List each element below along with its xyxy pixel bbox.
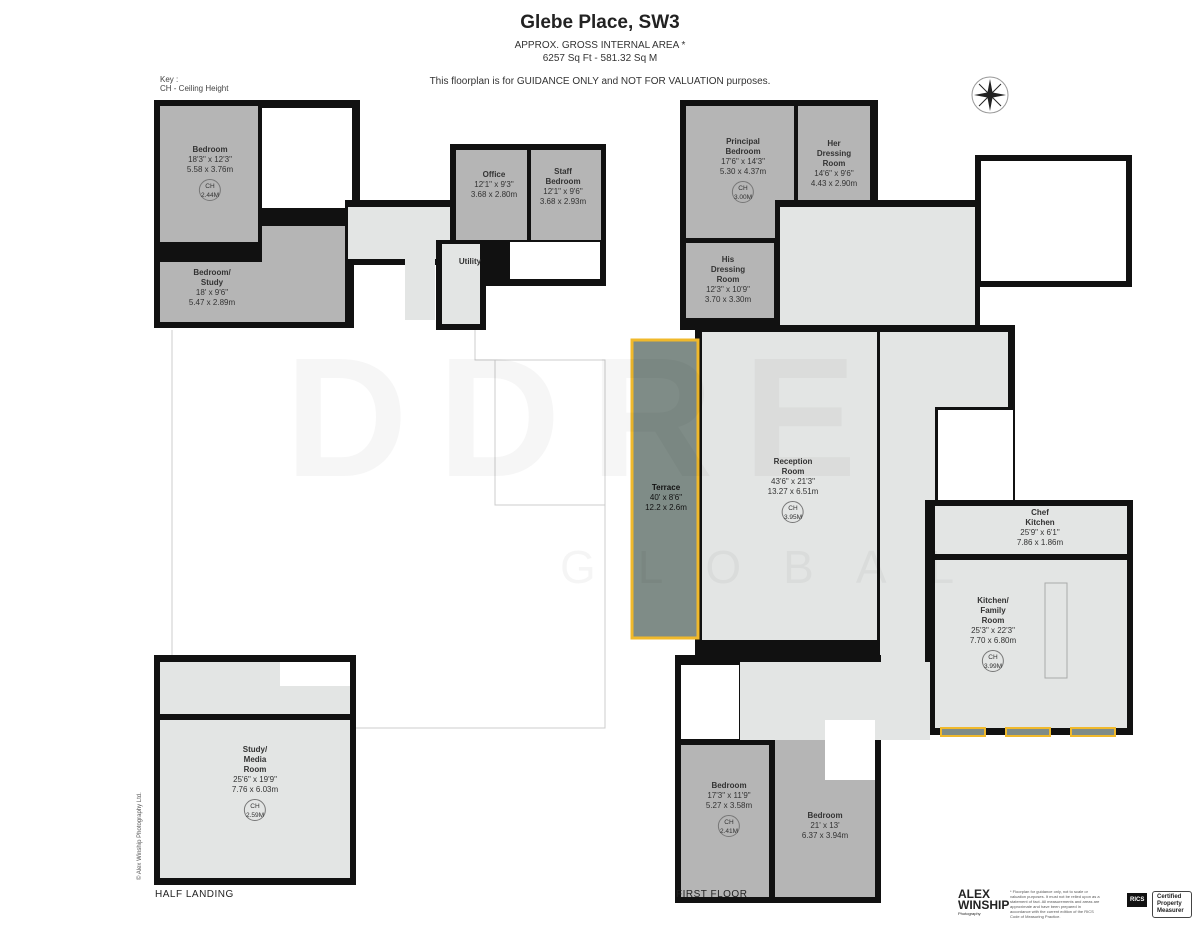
key-ceiling-height: CH - Ceiling Height bbox=[160, 84, 229, 93]
ceiling-height-badge: CH 3.00M bbox=[732, 181, 754, 203]
room-size-metric: 5.58 x 3.76m bbox=[186, 165, 234, 174]
room-utility: Utility bbox=[459, 257, 481, 267]
room-size-metric: 5.30 x 4.37m bbox=[719, 167, 767, 176]
room-size-metric: 7.76 x 6.03m bbox=[231, 785, 279, 794]
room-kitchen-family: Kitchen/ Family Room 25'3" x 22'3" 7.70 … bbox=[970, 596, 1016, 672]
room-size-metric: 5.47 x 2.89m bbox=[188, 298, 236, 307]
room-size-imperial: 14'6" x 9'6" bbox=[814, 169, 854, 178]
room-name: Chef Kitchen bbox=[1025, 508, 1055, 527]
room-size-imperial: 43'6" x 21'3" bbox=[771, 477, 815, 486]
room-study-media: Study/ Media Room 25'6" x 19'9" 7.76 x 6… bbox=[232, 745, 278, 821]
room-size-imperial: 18' x 9'6" bbox=[195, 288, 229, 297]
room-bedroom-half-landing: Bedroom 18'3" x 12'3" 5.58 x 3.76m CH 2.4… bbox=[187, 145, 233, 201]
room-size-imperial: 40' x 8'6" bbox=[649, 493, 683, 502]
ch-label: CH bbox=[724, 819, 734, 826]
guidance-note: This floorplan is for GUIDANCE ONLY and … bbox=[429, 76, 771, 87]
room-size-imperial: 25'6" x 19'9" bbox=[233, 775, 277, 784]
ch-label: CH bbox=[205, 183, 215, 190]
room-size-imperial: 12'1" x 9'6" bbox=[543, 187, 583, 196]
room-size-metric: 6.37 x 3.94m bbox=[801, 831, 849, 840]
room-size-imperial: 21' x 13' bbox=[810, 821, 840, 830]
ceiling-height-badge: CH 2.59M bbox=[244, 799, 266, 821]
key-title: Key : bbox=[160, 75, 179, 84]
room-bedroom-first-floor-right: Bedroom 21' x 13' 6.37 x 3.94m bbox=[802, 811, 848, 841]
rics-logo: RICS bbox=[1127, 893, 1148, 907]
ch-value: 3.99M bbox=[983, 663, 1003, 670]
copyright-note: © Alex Winship Photography Ltd. bbox=[137, 792, 143, 880]
room-size-imperial: 17'6" x 14'3" bbox=[721, 157, 765, 166]
ch-value: 3.00M bbox=[733, 194, 753, 201]
room-principal-bedroom: Principal Bedroom 17'6" x 14'3" 5.30 x 4… bbox=[720, 137, 766, 203]
half-landing-upper-block bbox=[154, 100, 606, 330]
room-size-imperial: 18'3" x 12'3" bbox=[188, 155, 232, 164]
area-label: APPROX. GROSS INTERNAL AREA * bbox=[514, 40, 686, 51]
room-his-dressing: His Dressing Room 12'3" x 10'9" 3.70 x 3… bbox=[705, 255, 751, 305]
garden-inner-line bbox=[494, 360, 605, 506]
room-size-metric: 12.2 x 2.6m bbox=[645, 503, 687, 512]
room-name: Study/ Media Room bbox=[242, 745, 268, 774]
room-name: Bedroom bbox=[711, 781, 747, 790]
page-title: Glebe Place, SW3 bbox=[520, 12, 680, 33]
room-name: His Dressing Room bbox=[710, 255, 746, 284]
room-name: Reception Room bbox=[773, 457, 813, 476]
ch-label: CH bbox=[738, 185, 748, 192]
room-size-metric: 3.70 x 3.30m bbox=[704, 295, 752, 304]
room-size-metric: 7.70 x 6.80m bbox=[969, 636, 1017, 645]
room-name: Staff Bedroom bbox=[545, 167, 581, 186]
disclaimer: * Floorplan for guidance only, not to sc… bbox=[1010, 889, 1100, 919]
floor-label-first-floor: FIRST FLOOR bbox=[676, 889, 748, 900]
room-size-metric: 3.68 x 2.93m bbox=[539, 197, 587, 206]
ch-value: 3.95M bbox=[783, 514, 803, 521]
ch-value: 2.41M bbox=[719, 828, 739, 835]
room-name: Terrace bbox=[651, 483, 681, 492]
room-name: Kitchen/ Family Room bbox=[977, 596, 1009, 625]
ceiling-height-badge: CH 3.95M bbox=[781, 501, 804, 523]
room-office: Office 12'1" x 9'3" 3.68 x 2.80m bbox=[471, 170, 517, 200]
brand-line2: WINSHIP bbox=[958, 898, 1010, 912]
floor-label-half-landing: HALF LANDING bbox=[155, 889, 234, 900]
ceiling-height-badge: CH 2.41M bbox=[718, 815, 740, 837]
room-size-imperial: 12'3" x 10'9" bbox=[706, 285, 750, 294]
brand-logo: ALEX WINSHIP Photography bbox=[958, 887, 1010, 916]
room-size-metric: 4.43 x 2.90m bbox=[810, 179, 858, 188]
room-size-metric: 7.86 x 1.86m bbox=[1016, 538, 1064, 547]
room-bedroom-study: Bedroom/ Study 18' x 9'6" 5.47 x 2.89m bbox=[189, 268, 235, 308]
compass-icon bbox=[971, 76, 1009, 114]
room-name: Her Dressing Room bbox=[816, 139, 852, 168]
area-value: 6257 Sq Ft - 581.32 Sq M bbox=[542, 53, 658, 64]
half-landing-study-block bbox=[154, 655, 356, 885]
ch-label: CH bbox=[250, 803, 260, 810]
room-reception: Reception Room 43'6" x 21'3" 13.27 x 6.5… bbox=[767, 457, 819, 523]
first-floor-block bbox=[630, 100, 1133, 903]
room-size-imperial: 25'3" x 22'3" bbox=[971, 626, 1015, 635]
ch-label: CH bbox=[988, 654, 998, 661]
room-name: Bedroom/ Study bbox=[193, 268, 231, 287]
brand-sub: Photography bbox=[958, 911, 981, 916]
ch-value: 2.44M bbox=[200, 192, 220, 199]
room-her-dressing: Her Dressing Room 14'6" x 9'6" 4.43 x 2.… bbox=[811, 139, 857, 189]
ch-value: 2.59M bbox=[245, 812, 265, 819]
room-size-metric: 3.68 x 2.80m bbox=[470, 190, 518, 199]
watermark-subtitle: GLOBAL bbox=[560, 540, 996, 594]
room-name: Utility bbox=[458, 257, 482, 266]
room-bedroom-first-floor-left: Bedroom 17'3" x 11'9" 5.27 x 3.58m CH 2.4… bbox=[706, 781, 752, 837]
room-name: Bedroom bbox=[807, 811, 843, 820]
room-size-metric: 5.27 x 3.58m bbox=[705, 801, 753, 810]
room-size-imperial: 12'1" x 9'3" bbox=[474, 180, 514, 189]
room-name: Office bbox=[482, 170, 506, 179]
room-terrace: Terrace 40' x 8'6" 12.2 x 2.6m bbox=[645, 483, 687, 513]
room-name: Principal Bedroom bbox=[725, 137, 761, 156]
room-staff-bedroom: Staff Bedroom 12'1" x 9'6" 3.68 x 2.93m bbox=[540, 167, 586, 207]
room-chef-kitchen: Chef Kitchen 25'9" x 6'1" 7.86 x 1.86m bbox=[1017, 508, 1063, 548]
certified-measurer-badge: Certified Property Measurer bbox=[1152, 891, 1192, 918]
brand-line1: ALEX bbox=[958, 887, 991, 901]
room-size-imperial: 25'9" x 6'1" bbox=[1020, 528, 1060, 537]
ch-label: CH bbox=[788, 505, 798, 512]
room-size-metric: 13.27 x 6.51m bbox=[767, 487, 819, 496]
ceiling-height-badge: CH 3.99M bbox=[982, 650, 1004, 672]
room-size-imperial: 17'3" x 11'9" bbox=[707, 791, 751, 800]
ceiling-height-badge: CH 2.44M bbox=[199, 179, 221, 201]
room-name: Bedroom bbox=[192, 145, 228, 154]
